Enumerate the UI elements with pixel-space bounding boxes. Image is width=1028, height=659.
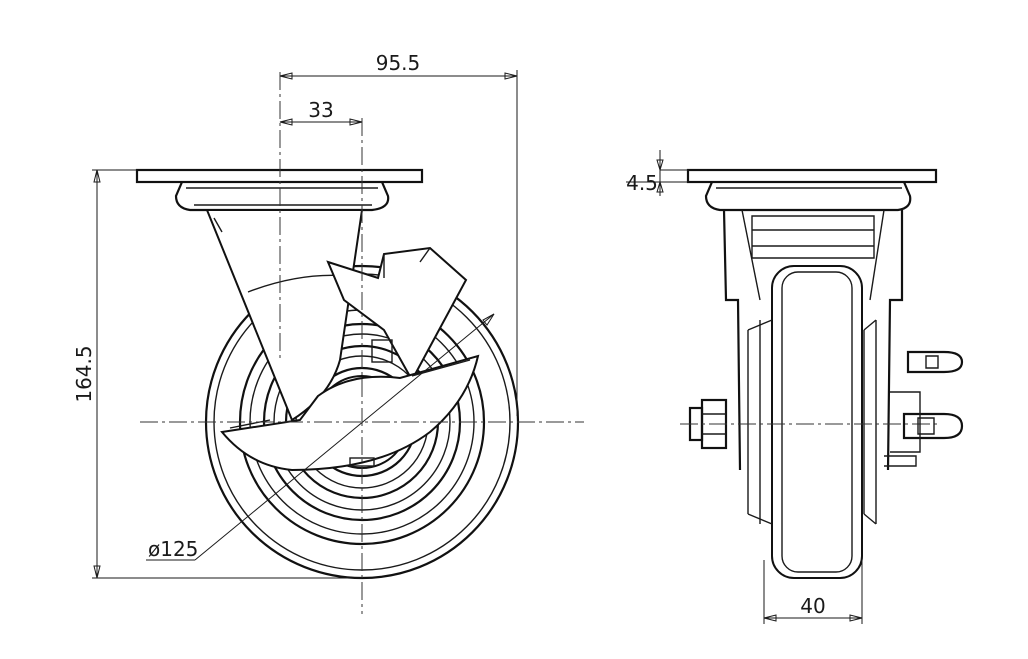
dim-overall-height: 164.5 bbox=[72, 169, 362, 579]
brake-guard bbox=[220, 354, 480, 472]
dim-plate-thickness: 4.5 bbox=[626, 150, 688, 196]
rear-view: 4.5 40 bbox=[626, 150, 964, 624]
dim-swivel-offset-label: 33 bbox=[308, 98, 333, 122]
dim-swivel-offset: 33 bbox=[279, 98, 363, 126]
dim-plate-thickness-label: 4.5 bbox=[626, 171, 658, 195]
dim-overall-offset-label: 95.5 bbox=[376, 51, 421, 75]
rear-top-plate bbox=[686, 168, 938, 184]
dim-overall-offset: 95.5 bbox=[279, 51, 518, 416]
axle-bolt bbox=[680, 398, 940, 450]
brake-tabs bbox=[884, 350, 964, 467]
dim-wheel-width: 40 bbox=[763, 560, 863, 624]
rear-fork bbox=[722, 209, 904, 471]
dim-wheel-width-label: 40 bbox=[800, 594, 825, 618]
dim-overall-height-label: 164.5 bbox=[72, 345, 96, 402]
brake-pedal bbox=[326, 246, 468, 383]
fork-leg bbox=[205, 209, 364, 422]
dim-wheel-diameter: ø125 bbox=[146, 313, 495, 561]
swivel-bearing bbox=[174, 181, 390, 212]
dim-wheel-diameter-label: ø125 bbox=[148, 537, 198, 561]
rear-wheel bbox=[771, 265, 863, 579]
side-view: 95.5 33 164.5 ø125 bbox=[72, 51, 584, 614]
